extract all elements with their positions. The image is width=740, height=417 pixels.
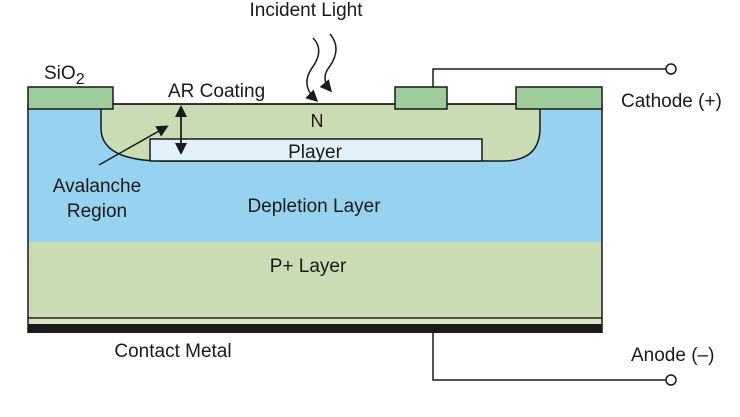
anode-terminal xyxy=(665,374,677,386)
avalanche-pointer-arrow xyxy=(98,125,169,166)
cathode-label: Cathode (+) xyxy=(621,91,722,112)
depletion-layer-label: Depletion Layer xyxy=(247,196,381,217)
anode-label: Anode (–) xyxy=(631,345,714,366)
p-plus-layer-label: P+ Layer xyxy=(270,256,347,277)
p-plus-layer xyxy=(28,242,602,318)
p-layer-label: Player xyxy=(288,142,343,163)
p-layer xyxy=(149,138,483,162)
cathode-terminal xyxy=(665,63,677,75)
contact-metal xyxy=(28,324,602,333)
sio2-pad-left xyxy=(27,86,114,110)
contact-strip xyxy=(28,319,602,324)
light-ray-icon xyxy=(305,37,320,103)
cathode-wire xyxy=(432,68,666,87)
contact-metal-label: Contact Metal xyxy=(114,341,231,362)
sio2-label: SiO2 xyxy=(44,63,85,88)
ar-coating-label: AR Coating xyxy=(168,81,265,102)
avalanche-region-label-2: Region xyxy=(67,201,127,222)
light-ray-icon xyxy=(319,33,337,93)
anode-wire xyxy=(432,333,666,381)
n-region-label: N xyxy=(311,111,324,131)
cathode-contact-pad xyxy=(394,86,448,110)
avalanche-region-label-1: Avalanche xyxy=(53,176,141,197)
incident-light-label: Incident Light xyxy=(249,0,363,21)
sio2-pad-right xyxy=(515,86,603,110)
